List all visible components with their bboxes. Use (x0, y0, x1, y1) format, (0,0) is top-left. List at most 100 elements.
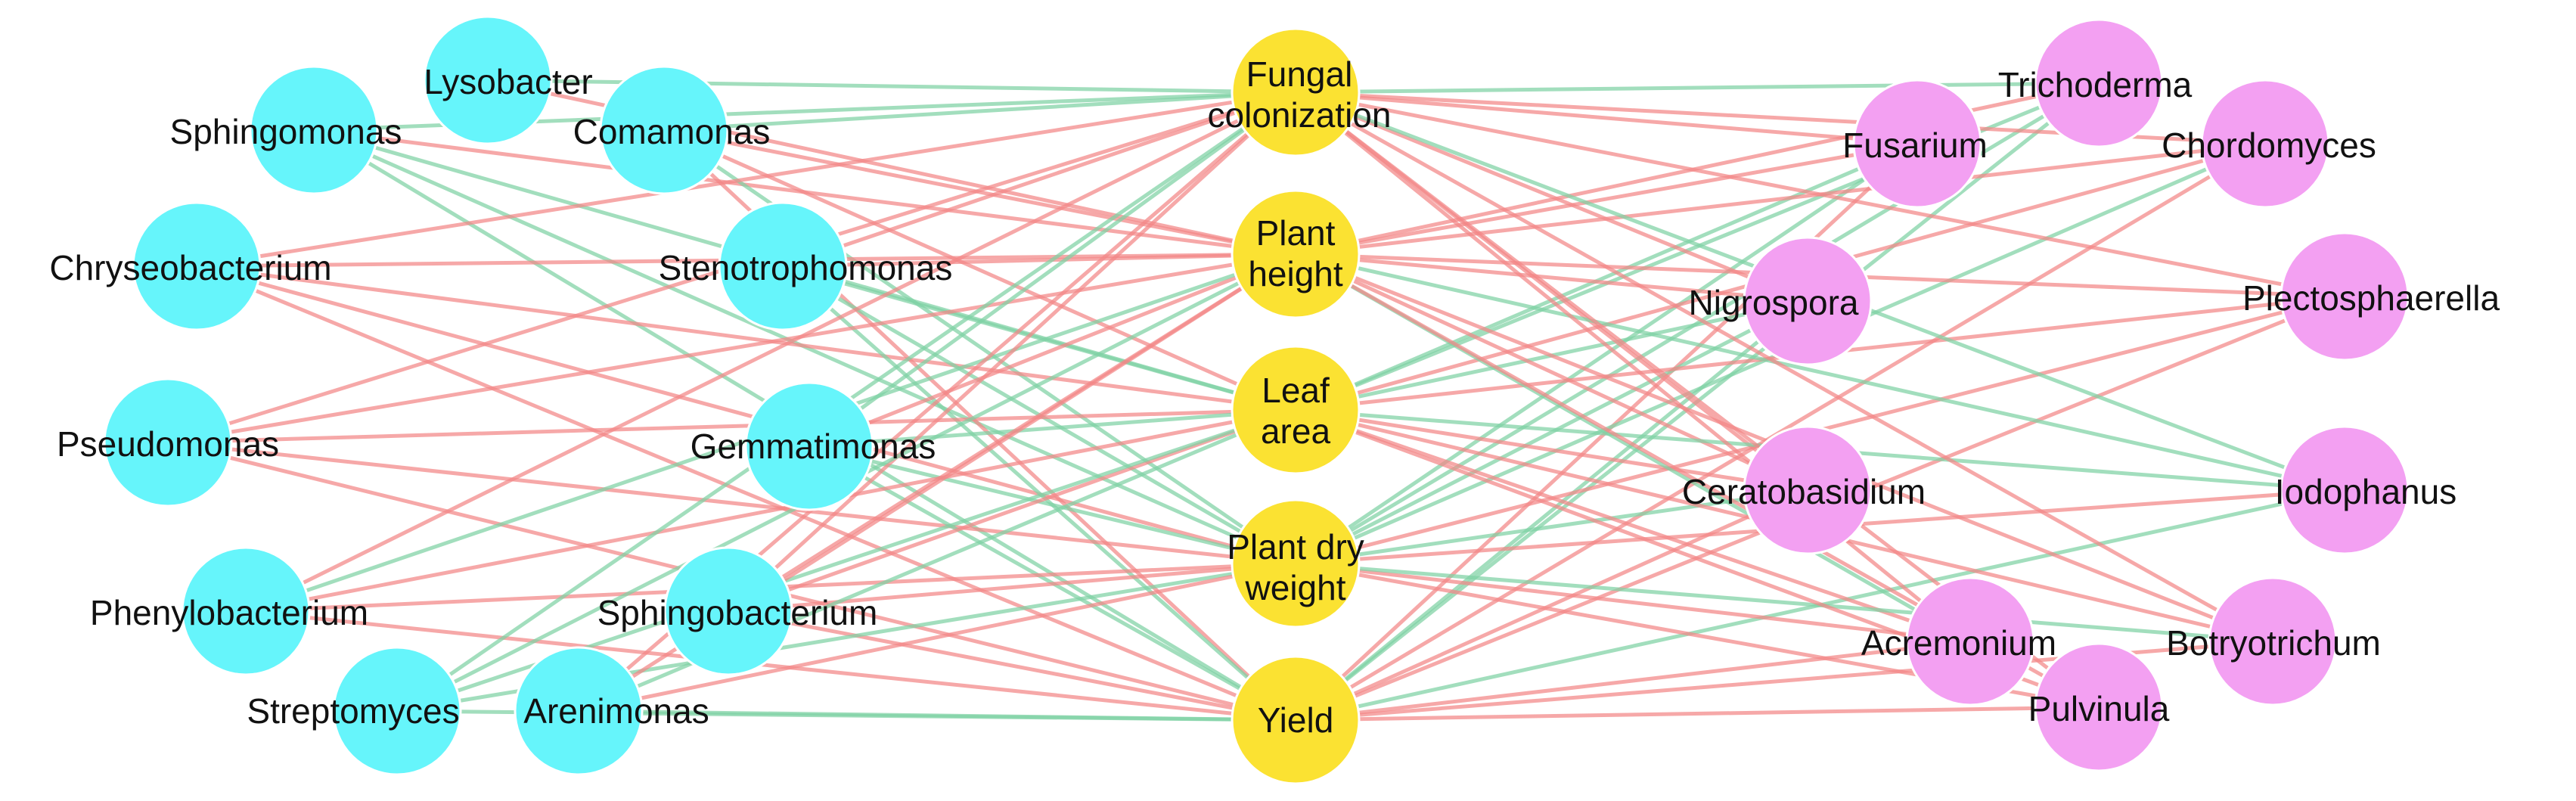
bacteria-label-arenimonas: Arenimonas (523, 691, 709, 731)
fungi-label-pulvinula: Pulvinula (2028, 689, 2170, 728)
edge-sphingobacterium-yield (728, 609, 1296, 722)
edge-plant_dry_weight-fusarium (1294, 141, 1919, 566)
traits-label-yield: Yield (1258, 700, 1334, 740)
fungi-label-iodophanus: Iodophanus (2275, 472, 2457, 511)
fungi-label-trichoderma: Trichoderma (1998, 65, 2193, 104)
edge-chryseobacterium-plant_dry_weight (196, 264, 1296, 566)
edge-stenotrophomonas-fungal_colonization (782, 90, 1296, 269)
edge-fungal_colonization-nigrospora (1295, 90, 1808, 303)
fungi-node-botryotrichum[interactable] (2208, 576, 2338, 706)
fungi-node-ceratobasidium[interactable] (1743, 425, 1873, 555)
edge-comamonas-plant_dry_weight (663, 128, 1297, 566)
edge-arenimonas-yield (578, 709, 1296, 722)
bacteria-node-pseudomonas[interactable] (103, 377, 233, 508)
traits-label-line: Yield (1258, 700, 1334, 740)
bacteria-label-pseudomonas: Pseudomonas (57, 424, 279, 464)
edge-fungal_colonization-trichoderma (1295, 81, 2100, 95)
bacteria-node-gemmatimonas[interactable] (744, 381, 874, 511)
edge-stenotrophomonas-leaf_area (782, 264, 1296, 412)
edge-leaf_area-acremonium (1295, 408, 1971, 644)
traits-node-plant_dry_weight[interactable] (1231, 498, 1361, 629)
fungi-node-acremonium[interactable] (1905, 576, 2035, 706)
bacteria-node-comamonas[interactable] (599, 65, 729, 195)
bacteria-label-comamonas: Comamonas (573, 112, 771, 151)
edge-plant_height-ceratobasidium (1294, 252, 1809, 492)
edge-pseudomonas-plant_dry_weight (167, 440, 1296, 566)
edge-sphingobacterium-plant_dry_weight (728, 561, 1296, 613)
bacteria-node-streptomyces[interactable] (332, 646, 462, 776)
bacteria-node-arenimonas[interactable] (514, 646, 644, 776)
edge-yield-acremonium (1295, 639, 1971, 722)
bacteria-node-sphingobacterium[interactable] (663, 546, 793, 676)
edge-yield-pulvinula (1295, 705, 2100, 722)
bacteria-node-stenotrophomonas[interactable] (718, 201, 848, 331)
edge-stenotrophomonas-plant_height (782, 252, 1296, 269)
edge-arenimonas-plant_dry_weight (578, 561, 1296, 713)
traits-node-leaf_area[interactable] (1231, 345, 1361, 475)
edge-plant_height-iodophanus (1295, 252, 2345, 492)
edge-chryseobacterium-yield (196, 264, 1296, 722)
bacteria-label-lysobacter: Lysobacter (424, 62, 592, 101)
edge-comamonas-fungal_colonization (663, 90, 1296, 132)
bacteria-label-chryseobacterium: Chryseobacterium (49, 248, 331, 287)
fungi-label-botryotrichum: Botryotrichum (2166, 623, 2381, 663)
traits-label-line: height (1248, 254, 1343, 293)
fungi-node-chordomyces[interactable] (2200, 79, 2330, 209)
traits-label-line: Plant (1256, 213, 1336, 253)
fungi-label-chordomyces: Chordomyces (2162, 126, 2376, 165)
fungi-node-plectosphaerella[interactable] (2280, 231, 2410, 362)
bacteria-label-sphingobacterium: Sphingobacterium (597, 593, 878, 632)
edge-chryseobacterium-leaf_area (196, 264, 1296, 412)
traits-node-yield[interactable] (1231, 655, 1361, 785)
edge-gemmatimonas-fungal_colonization (808, 90, 1297, 449)
edge-pseudomonas-plant_height (167, 252, 1296, 445)
edge-plant_dry_weight-ceratobasidium (1295, 488, 1808, 566)
edge-arenimonas-leaf_area (578, 408, 1296, 713)
traits-label-line: Plant dry (1227, 527, 1364, 567)
edge-stenotrophomonas-yield (781, 265, 1297, 722)
fungi-node-pulvinula[interactable] (2034, 642, 2164, 772)
edge-sphingobacterium-fungal_colonization (727, 91, 1297, 613)
bacteria-node-lysobacter[interactable] (423, 15, 553, 145)
edge-fungal_colonization-acremonium (1294, 91, 1972, 643)
node-layer (103, 15, 2410, 785)
fungi-node-fusarium[interactable] (1852, 79, 1982, 209)
bacteria-label-gemmatimonas: Gemmatimonas (691, 427, 936, 466)
bacteria-node-phenylobacterium[interactable] (181, 546, 311, 676)
edge-phenylobacterium-yield (245, 609, 1296, 722)
edge-gemmatimonas-plant_height (808, 252, 1296, 449)
edge-phenylobacterium-fungal_colonization (244, 90, 1297, 613)
bacteria-node-chryseobacterium[interactable] (132, 201, 262, 331)
traits-label-line: weight (1245, 568, 1346, 607)
edge-chryseobacterium-fungal_colonization (196, 90, 1296, 269)
edge-phenylobacterium-leaf_area (245, 408, 1296, 613)
traits-node-plant_height[interactable] (1231, 189, 1361, 319)
edge-gemmatimonas-plant_dry_weight (808, 444, 1296, 566)
fungi-node-iodophanus[interactable] (2280, 425, 2410, 555)
edge-leaf_area-ceratobasidium (1295, 408, 1808, 492)
edge-lysobacter-fungal_colonization (487, 78, 1296, 95)
fungi-label-acremonium: Acremonium (1861, 623, 2056, 663)
fungi-node-trichoderma[interactable] (2034, 18, 2164, 148)
edge-plant_dry_weight-acremonium (1295, 561, 1971, 644)
fungi-label-fusarium: Fusarium (1842, 126, 1988, 165)
traits-node-fungal_colonization[interactable] (1231, 27, 1361, 157)
edge-plant_height-chordomyces (1295, 141, 2266, 256)
bacteria-node-sphingomonas[interactable] (249, 65, 379, 195)
fungi-label-ceratobasidium: Ceratobasidium (1682, 472, 1926, 511)
traits-label-line: Fungal (1246, 54, 1353, 94)
fungi-label-nigrospora: Nigrospora (1689, 283, 1859, 322)
edge-fungal_colonization-botryotrichum (1294, 90, 2274, 644)
edge-yield-nigrospora (1294, 300, 1809, 722)
edge-yield-ceratobasidium (1294, 488, 1809, 722)
edge-plant_height-nigrospora (1295, 252, 1808, 303)
fungi-label-plectosphaerella: Plectosphaerella (2242, 278, 2500, 318)
bacteria-label-phenylobacterium: Phenylobacterium (90, 593, 368, 632)
fungi-node-nigrospora[interactable] (1743, 236, 1873, 366)
